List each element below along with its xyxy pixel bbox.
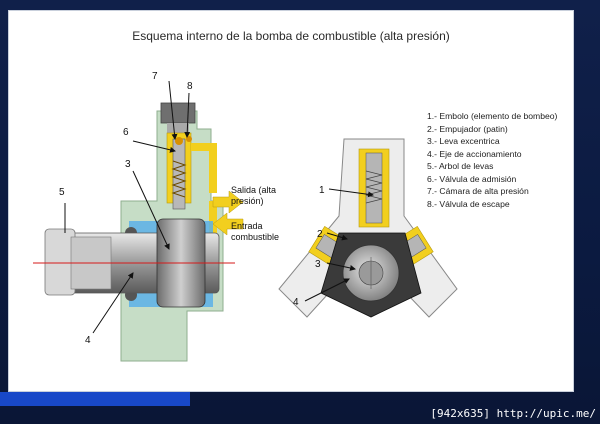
legend-item: 8.- Válvula de escape xyxy=(427,198,510,209)
bottom-accent-bar xyxy=(0,392,190,406)
radial-callout-3: 3 xyxy=(315,259,321,270)
legend-item: 7.- Cámara de alta presión xyxy=(427,186,529,196)
legend-item: 6.- Válvula de admisión xyxy=(427,173,517,184)
radial-callout-2: 2 xyxy=(317,229,323,240)
pump-diagram: 7 8 6 3 5 4 Salida (alta presión) Entrad… xyxy=(33,71,458,362)
callout-4: 4 xyxy=(85,335,91,346)
inlet-label-line2: combustible xyxy=(231,232,279,242)
slide-panel: Esquema interno de la bomba de combustib… xyxy=(8,10,574,392)
diagram-title: Esquema interno de la bomba de combustib… xyxy=(132,29,450,43)
inlet-label-line1: Entrada xyxy=(231,221,263,231)
callout-6: 6 xyxy=(123,127,129,138)
legend-item: 3.- Leva excentrica xyxy=(427,136,500,146)
section-pump xyxy=(33,80,244,362)
callout-5: 5 xyxy=(59,187,65,198)
legend-item: 5.- Arbol de levas xyxy=(427,161,494,171)
radial-pump xyxy=(278,138,458,318)
callout-8: 8 xyxy=(187,81,193,92)
radial-callout-4: 4 xyxy=(293,297,299,308)
legend-item: 2.- Empujador (patin) xyxy=(427,123,508,134)
outlet-label-line1: Salida (alta xyxy=(231,185,276,195)
callout-3: 3 xyxy=(125,159,131,170)
image-credit: [942x635] http://upic.me/ xyxy=(430,407,596,420)
parts-legend: 1.- Embolo (elemento de bombeo) 2.- Empu… xyxy=(427,110,557,210)
radial-callout-1: 1 xyxy=(319,185,325,196)
outlet-label-line2: presión) xyxy=(231,196,264,206)
legend-item: 1.- Embolo (elemento de bombeo) xyxy=(427,111,558,121)
legend-item: 4.- Eje de accionamiento xyxy=(427,148,522,159)
callout-7: 7 xyxy=(152,71,158,82)
